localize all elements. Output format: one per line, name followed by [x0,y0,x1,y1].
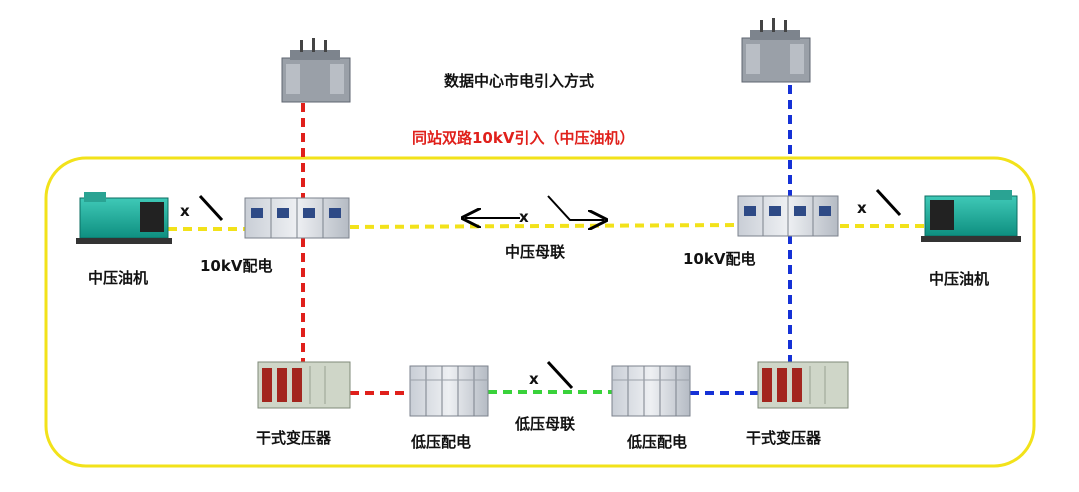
open-switch-mark-left-gen: x [180,202,190,220]
switchgear-10kv-left-icon [244,197,350,239]
lv-bus-tie-label: 低压母联 [515,415,576,433]
open-switch-mark-right-gen: x [857,199,867,217]
dry-transformer-left-icon [257,361,351,409]
switchgear-10kv-right-icon [737,195,839,237]
mv-tie-switch-arrow-right [547,195,604,220]
lv-panel-right-label: 低压配电 [627,433,688,451]
mv-generator-right-label: 中压油机 [929,270,990,288]
open-switch-mark-mv-tie: x [519,208,529,226]
mv-generator-left-label: 中压油机 [88,269,149,287]
station-enclosure [44,156,1036,468]
mv-generator-right-icon [921,190,1021,242]
grid-transformer-left-icon [281,38,351,103]
lv-panel-left-icon [409,365,489,417]
switchgear-10kv-left-label: 10kV配电 [200,257,273,275]
breaker-lv-tie-blade [546,360,574,390]
diagram-title: 数据中心市电引入方式 [444,72,595,90]
mv-generator-left-icon [76,192,172,244]
grid-transformer-right-icon [741,18,811,83]
open-switch-mark-lv-tie: x [529,370,539,388]
mv-bus-tie-label: 中压母联 [505,243,566,261]
breaker-right-gen-blade [875,188,902,217]
diagram-subtitle: 同站双路10kV引入（中压油机） [412,129,635,147]
breaker-left-gen-blade [198,194,224,222]
lv-panel-right-icon [611,365,691,417]
switchgear-10kv-right-label: 10kV配电 [683,250,756,268]
mv-bus-tie-line [349,223,739,229]
dry-transformer-right-icon [757,361,849,409]
lv-panel-left-label: 低压配电 [411,433,472,451]
dry-transformer-right-label: 干式变压器 [746,429,822,447]
dry-transformer-left-label: 干式变压器 [256,429,332,447]
